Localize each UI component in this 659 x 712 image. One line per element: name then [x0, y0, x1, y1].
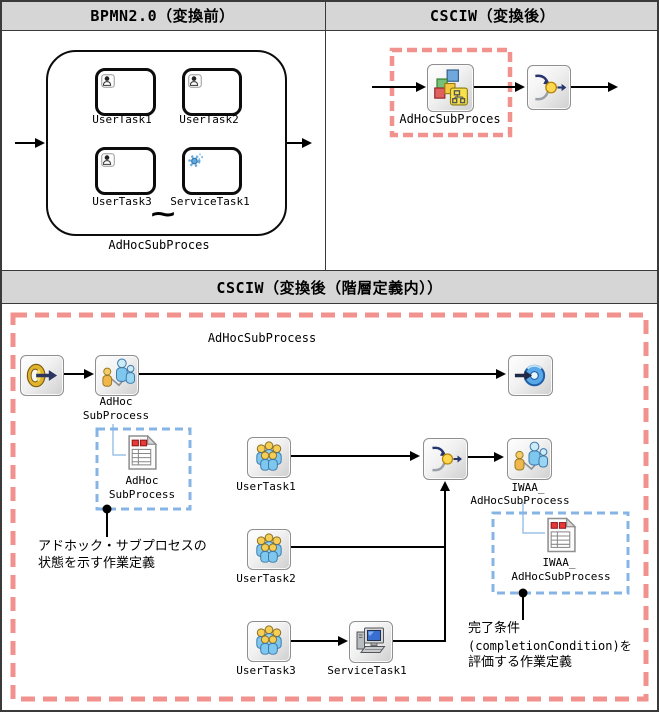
iwaa-workdef-document-icon	[546, 517, 577, 557]
person-icon	[101, 74, 115, 88]
user-task3-icon	[247, 621, 291, 662]
state-workdef-callout-line2: 状態を示す作業定義	[38, 556, 156, 571]
start-event-icon	[20, 355, 64, 396]
detail-service-task1-label: ServiceTask1	[327, 664, 407, 677]
iwaa-node-label-line1: IWAA_	[511, 481, 545, 494]
detail-user-task3-label: UserTask3	[236, 664, 296, 677]
bpmn-panel-header: BPMN2.0（変換前）	[0, 0, 326, 31]
gear-icon	[188, 153, 203, 168]
adhoc-workdef-label-line1: AdHoc	[125, 474, 159, 487]
bpmn-user-task1	[95, 68, 156, 116]
adhoc-node-label-line2: SubProcess	[82, 409, 150, 422]
csciw-panel-header: CSCIW（変換後）	[326, 0, 659, 31]
csciw-panel-title: CSCIW（変換後）	[429, 6, 556, 25]
state-workdef-callout-line1: アドホック・サブプロセスの	[38, 539, 207, 554]
detail-user-task2-label: UserTask2	[236, 572, 296, 585]
user-task1-icon	[247, 437, 291, 478]
adhoc-subprocess-container	[46, 50, 287, 236]
csciw-detail-panel-title: CSCIW（変換後（階層定義内））	[216, 278, 443, 297]
completion-callout-line2: (completionCondition)を	[468, 639, 632, 653]
user-task2-icon	[247, 529, 291, 570]
csciw-subprocess-label: AdHocSubProces	[399, 112, 501, 126]
person-icon	[101, 153, 115, 167]
join-gateway-icon	[423, 438, 468, 480]
iwaa-adhoc-subprocess-icon	[507, 438, 552, 480]
service-computer-icon	[349, 621, 393, 663]
bpmn-user-task3	[95, 147, 156, 195]
adhoc-subprocess-node-icon	[95, 355, 139, 396]
adhoc-workdef-label-line2: SubProcess	[108, 488, 176, 501]
csciw-detail-panel-header: CSCIW（変換後（階層定義内））	[0, 270, 659, 304]
iwaa-workdef-label-line2: AdHocSubProcess	[511, 570, 611, 583]
adhoc-node-label-line1: AdHoc	[99, 395, 133, 408]
bpmn-panel-title: BPMN2.0（変換前）	[90, 6, 235, 25]
end-event-icon	[508, 355, 553, 396]
bpmn-user-task2	[182, 68, 242, 116]
adhoc-marker-tilde: ~	[150, 197, 176, 230]
panel-divider	[325, 0, 326, 271]
subprocess-blocks-icon	[427, 64, 474, 112]
service-task1-label: ServiceTask1	[170, 195, 250, 208]
detail-user-task1-label: UserTask1	[236, 480, 296, 493]
completion-callout-line3: 評価する作業定義	[468, 655, 573, 670]
bpmn-service-task1	[182, 147, 242, 195]
adhoc-workdef-document-icon	[127, 435, 158, 474]
iwaa-node-label-line2: AdHocSubProcess	[470, 494, 570, 507]
detail-title: AdHocSubProcess	[207, 331, 317, 345]
completion-callout-line1: 完了条件	[468, 621, 521, 636]
bpmn-subprocess-label: AdHocSubProces	[108, 238, 210, 252]
user-task1-label: UserTask1	[92, 113, 152, 126]
user-task3-label: UserTask3	[92, 195, 152, 208]
user-task2-label: UserTask2	[179, 113, 239, 126]
iwaa-workdef-label-line1: IWAA_	[542, 556, 576, 569]
join-gateway-icon	[527, 65, 571, 110]
person-icon	[188, 74, 202, 88]
